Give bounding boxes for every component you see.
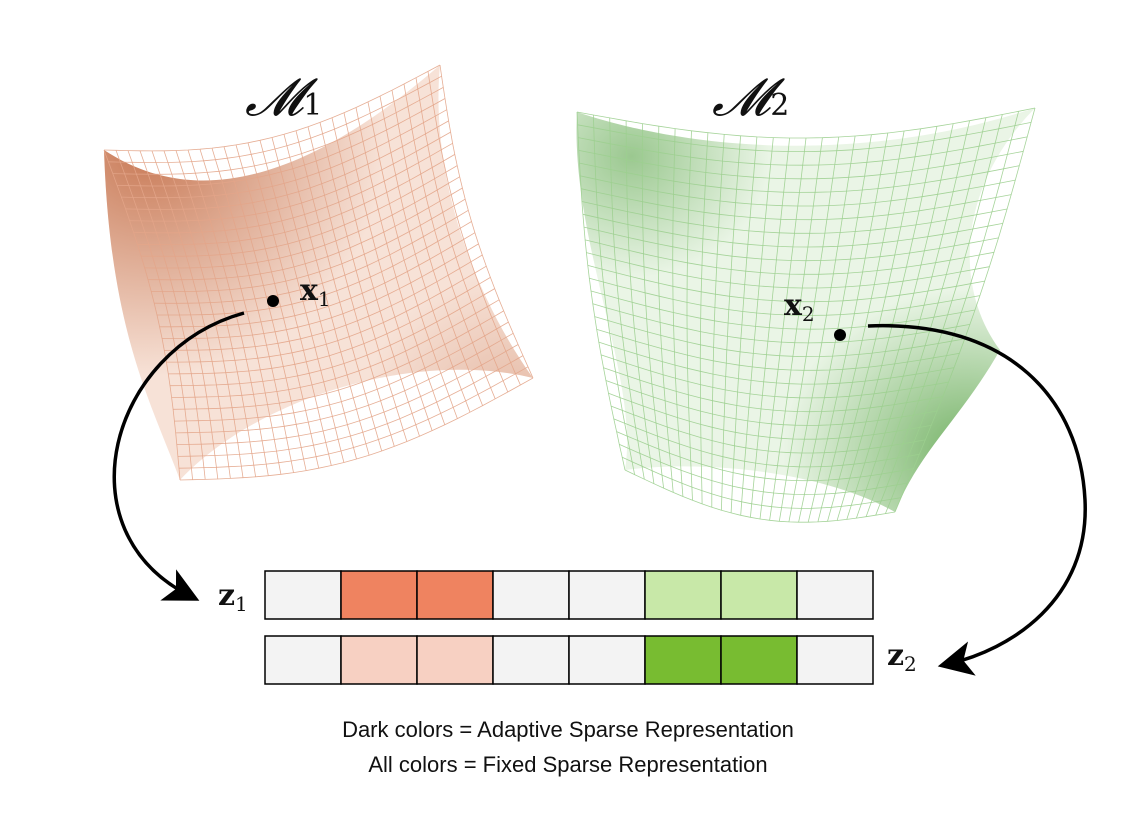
code-cell xyxy=(644,635,722,685)
mesh-line xyxy=(176,344,519,445)
mesh-line xyxy=(769,137,823,521)
code-cell xyxy=(340,570,418,620)
mesh-line xyxy=(807,132,889,523)
manifold-2 xyxy=(576,107,1036,523)
code-cell xyxy=(492,570,570,620)
mesh-line xyxy=(613,418,920,468)
mesh-line xyxy=(319,122,408,442)
mesh-line xyxy=(836,126,938,521)
arrow-x1-to-z1 xyxy=(112,311,245,601)
mesh-line xyxy=(162,243,479,339)
mesh-line xyxy=(179,377,534,481)
mesh-line xyxy=(391,90,483,406)
mesh-line xyxy=(856,120,970,519)
legend-fixed: All colors = Fixed Sparse Representation xyxy=(368,752,768,777)
mesh-line xyxy=(590,290,976,330)
mesh-line xyxy=(846,123,954,520)
mesh-line xyxy=(343,112,433,431)
mesh-line xyxy=(174,321,509,422)
legend-adaptive: Dark colors = Adaptive Sparse Representa… xyxy=(342,717,794,742)
code-cell xyxy=(264,570,342,620)
mesh-line xyxy=(596,329,960,371)
code-cell xyxy=(644,570,722,620)
mesh-line xyxy=(875,114,1003,516)
mesh-line xyxy=(778,136,840,522)
arrow-x2-to-z2 xyxy=(867,324,1087,676)
mesh-line xyxy=(817,130,905,522)
code-z1-label: z1 xyxy=(218,578,248,616)
mesh-line xyxy=(166,265,487,363)
mesh-line xyxy=(295,130,383,452)
mesh-line xyxy=(624,469,896,523)
mesh-line xyxy=(610,405,926,454)
mesh-line xyxy=(600,354,949,399)
manifold-1 xyxy=(103,64,534,481)
mesh-line xyxy=(157,221,472,316)
mesh-line xyxy=(367,101,458,419)
mesh-line xyxy=(603,367,943,413)
mesh-line xyxy=(616,431,914,482)
mesh-line xyxy=(415,77,509,393)
mesh-line xyxy=(592,303,970,344)
mesh-line xyxy=(894,107,1036,513)
mesh-line xyxy=(331,117,420,437)
mesh-line xyxy=(608,392,932,440)
mesh-line xyxy=(379,96,471,413)
mesh-line xyxy=(403,83,496,399)
code-cell xyxy=(416,570,494,620)
mesh-line xyxy=(427,71,521,386)
mesh-line xyxy=(168,277,491,375)
point-x2 xyxy=(834,329,846,341)
mesh-line xyxy=(307,126,395,447)
code-cell xyxy=(796,635,874,685)
code-cell xyxy=(416,635,494,685)
point-x2-label: x2 xyxy=(784,288,815,326)
mesh-line xyxy=(355,107,446,425)
code-vector-z1 xyxy=(264,570,874,620)
mesh-line xyxy=(865,117,987,517)
code-cell xyxy=(264,635,342,685)
code-vector-z2 xyxy=(264,635,874,685)
mesh-line xyxy=(885,111,1019,514)
code-cell xyxy=(492,635,570,685)
manifold-1-mesh xyxy=(103,64,534,481)
manifold-1-label: 𝓜1 xyxy=(245,68,322,128)
code-z2-label: z2 xyxy=(887,638,917,676)
mesh-line xyxy=(173,310,504,410)
mesh-line xyxy=(169,288,495,387)
mesh-line xyxy=(788,135,856,522)
mesh-line xyxy=(619,444,908,495)
code-cell xyxy=(568,635,646,685)
manifold-2-mesh xyxy=(576,107,1036,523)
mesh-line xyxy=(622,456,902,509)
point-x1-label: x1 xyxy=(300,273,331,311)
point-x1 xyxy=(267,295,279,307)
mesh-line xyxy=(439,64,534,379)
code-cell xyxy=(720,570,798,620)
manifold-2-label: 𝓜2 xyxy=(712,68,789,128)
mesh-line xyxy=(164,254,483,351)
code-cell xyxy=(796,570,874,620)
mesh-line xyxy=(605,380,938,426)
code-cell xyxy=(720,635,798,685)
code-cell xyxy=(340,635,418,685)
mesh-line xyxy=(178,366,529,469)
code-cell xyxy=(568,570,646,620)
mesh-line xyxy=(598,341,955,385)
mesh-line xyxy=(171,299,500,398)
mesh-line xyxy=(175,332,514,434)
mesh-line xyxy=(798,134,872,523)
mesh-line xyxy=(177,355,524,457)
mesh-line xyxy=(283,134,370,456)
mesh-line xyxy=(594,316,965,358)
